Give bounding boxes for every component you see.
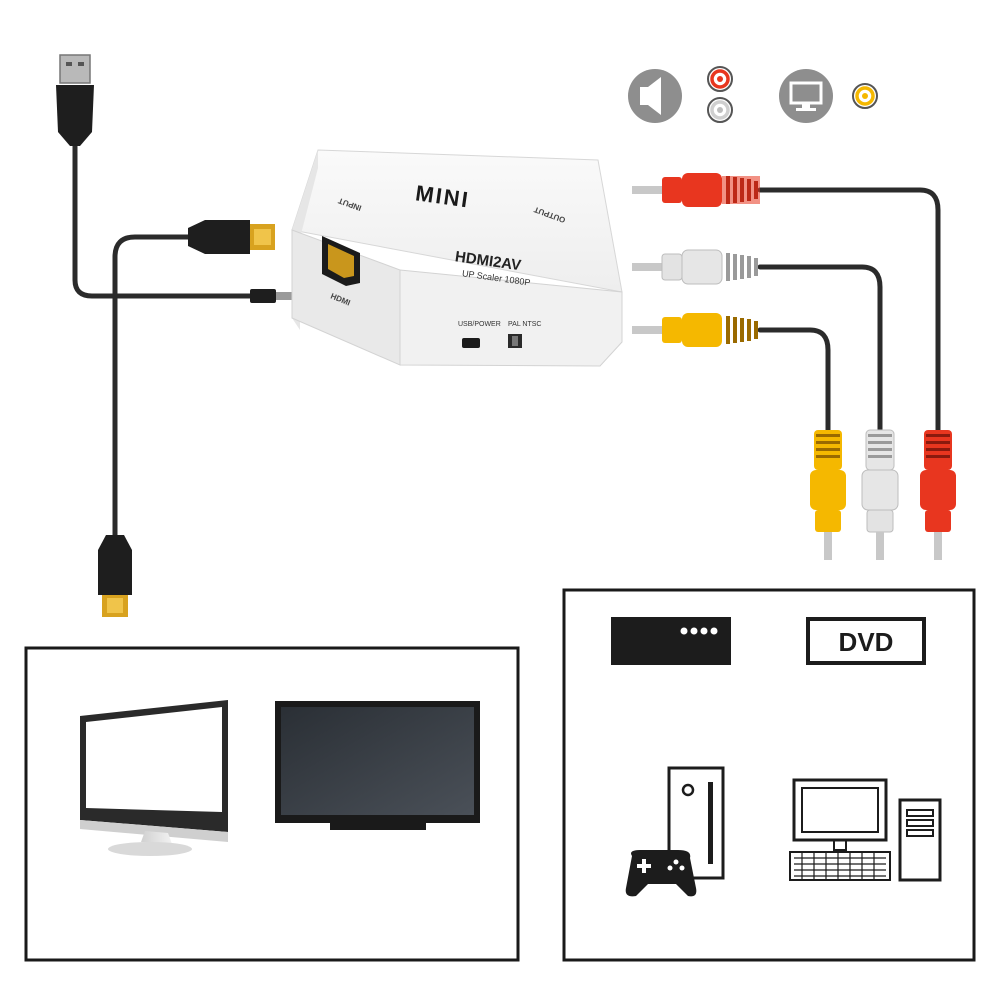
dvd-player-icon: DVD: [806, 617, 926, 665]
computer-monitor-icon: [80, 700, 228, 856]
rca-plug-red-down-icon: [920, 430, 956, 560]
game-console-icon: [625, 766, 725, 897]
dvd-label: DVD: [839, 627, 894, 657]
rca-plug-yellow-icon: [632, 313, 758, 347]
hdmi-plug-bottom-icon: [98, 535, 132, 617]
rca-plug-white-down-icon: [861, 429, 899, 560]
hdmi-wire: [112, 234, 203, 543]
micro-usb-port-icon: [462, 338, 480, 348]
usb-hdmi-cable: [72, 137, 258, 543]
micro-usb-plug-icon: [250, 289, 294, 303]
switch-label: PAL NTSC: [508, 321, 541, 328]
rca-plug-white-icon: [632, 249, 758, 285]
rca-cables: [757, 187, 941, 435]
power-label: USB/POWER: [458, 321, 501, 328]
speaker-icon: [628, 69, 682, 123]
set-top-box-icon: [611, 617, 731, 665]
monitor-icon: [779, 69, 833, 123]
usb-power-wire: [72, 137, 258, 299]
hdmi-plug-top-icon: [188, 220, 275, 254]
rca-plug-red-icon: [632, 173, 760, 207]
hdmi2av-converter: HDMI INPUT OUTPUT MINI HDMI2AV UP Scaler…: [291, 149, 623, 367]
flat-tv-icon: [275, 701, 480, 830]
rca-plug-yellow-down-icon: [810, 430, 846, 560]
video-jack-yellow-icon: [852, 83, 878, 109]
audio-jack-white-icon: [707, 97, 733, 123]
usb-plug-icon: [56, 54, 94, 146]
desktop-pc-icon: [789, 778, 942, 882]
audio-jack-red-icon: [707, 66, 733, 92]
hdmi-port-icon: [322, 236, 360, 286]
